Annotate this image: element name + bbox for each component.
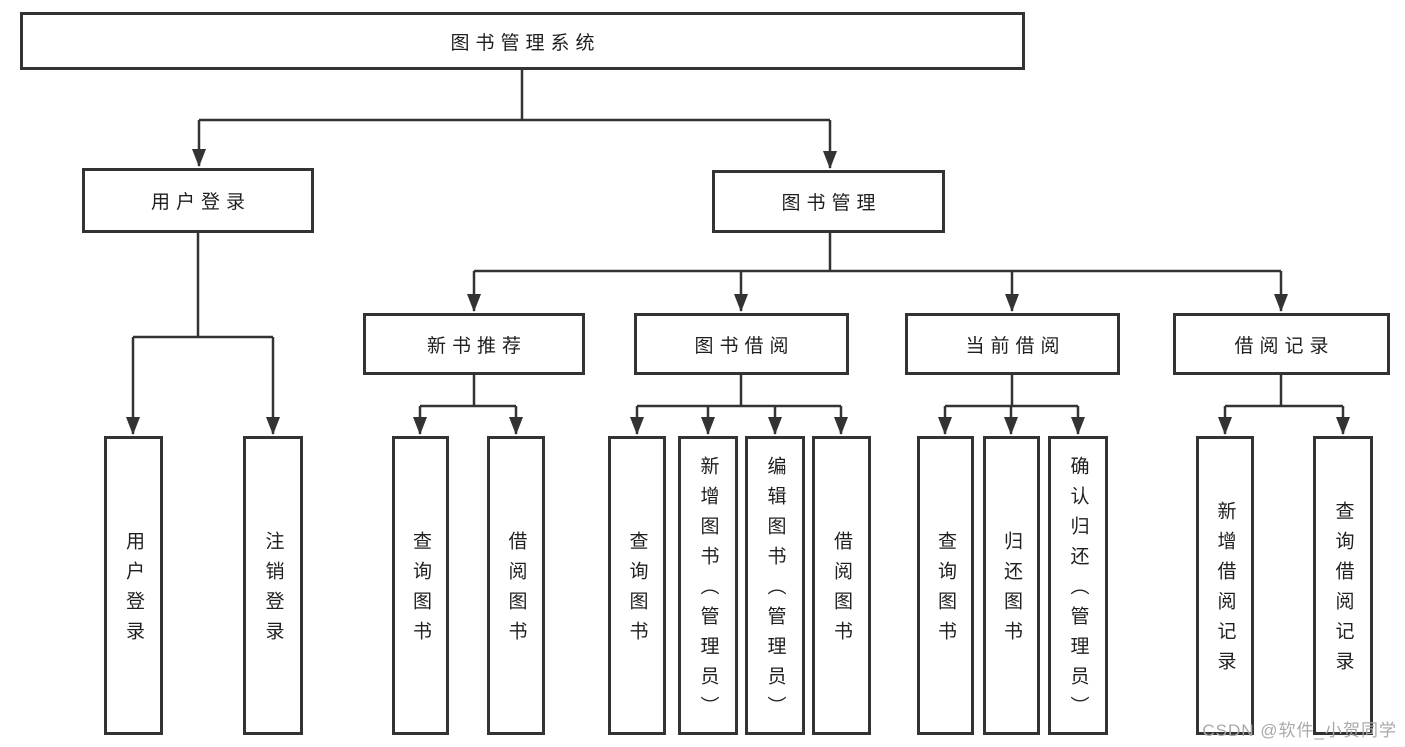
leaf-borrowing-add-books-admin: 新增图书（管理员） [678,436,738,735]
leaf-current-query-books: 查询图书 [917,436,974,735]
node-user-login: 用户登录 [82,168,314,233]
node-book-borrowing: 图书借阅 [634,313,849,375]
leaf-borrowing-edit-books-admin: 编辑图书（管理员） [745,436,805,735]
leaf-borrowing-borrow-books: 借阅图书 [812,436,871,735]
leaf-current-confirm-return-admin: 确认归还（管理员） [1048,436,1108,735]
leaf-newbook-query-books: 查询图书 [392,436,449,735]
node-new-book-recommendation: 新书推荐 [363,313,585,375]
node-library-management-system: 图书管理系统 [20,12,1025,70]
node-book-management: 图书管理 [712,170,945,233]
leaf-current-return-books: 归还图书 [983,436,1040,735]
csdn-watermark: CSDN @软件_小贺同学 [1202,721,1397,740]
leaf-records-add-record: 新增借阅记录 [1196,436,1254,735]
leaf-newbook-borrow-books: 借阅图书 [487,436,545,735]
leaf-user-login: 用户登录 [104,436,163,735]
node-borrowing-records: 借阅记录 [1173,313,1390,375]
leaf-records-query-record: 查询借阅记录 [1313,436,1373,735]
node-current-borrowing: 当前借阅 [905,313,1120,375]
leaf-borrowing-query-books: 查询图书 [608,436,666,735]
leaf-logout: 注销登录 [243,436,303,735]
